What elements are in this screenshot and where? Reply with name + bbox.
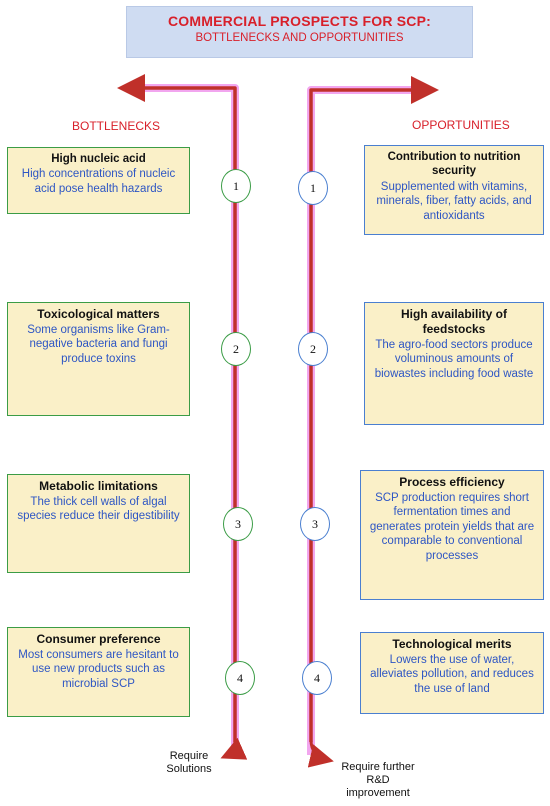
opportunity-box-4: Technological merits Lowers the use of w…	[360, 632, 544, 714]
opportunity-heading: Contribution to nutrition security	[387, 151, 521, 178]
opportunities-label: OPPORTUNITIES	[412, 118, 510, 132]
opportunity-text: Lowers the use of water, alleviates poll…	[370, 654, 534, 695]
bottleneck-box-3: Metabolic limitations The thick cell wal…	[7, 474, 190, 573]
opportunity-heading: High availability of feedstocks	[400, 307, 508, 336]
bottlenecks-label: BOTTLENECKS	[72, 119, 161, 133]
end-label-left: Require Solutions	[166, 750, 212, 776]
left-hook	[220, 737, 248, 760]
diagram-subtitle: BOTTLENECKS AND OPPORTUNITIES	[195, 32, 404, 44]
opportunity-text: SCP production requires short fermentati…	[369, 492, 535, 562]
opportunity-heading: Process efficiency	[399, 475, 505, 489]
right-hook	[307, 739, 334, 768]
opportunity-text: Supplemented with vitamins, minerals, fi…	[376, 180, 532, 222]
diagram-title: COMMERCIAL PROSPECTS FOR SCP:	[167, 13, 431, 29]
opportunity-box-2: High availability of feedstocks The agro…	[364, 302, 544, 425]
opportunity-node-4: 4	[302, 661, 332, 695]
opportunity-node-2: 2	[298, 332, 328, 366]
bottleneck-text: Some organisms like Gram-negative bacter…	[27, 324, 170, 365]
end-label-right: Require further R&D improvement	[341, 761, 415, 800]
bottleneck-heading: Consumer preference	[36, 632, 161, 646]
bottleneck-node-2: 2	[221, 332, 251, 366]
bottleneck-box-2: Toxicological matters Some organisms lik…	[7, 302, 190, 416]
bottleneck-text: The thick cell walls of algal species re…	[17, 496, 180, 523]
bottleneck-node-3: 3	[223, 507, 253, 541]
opportunity-box-3: Process efficiency SCP production requir…	[360, 470, 544, 600]
bottleneck-node-4: 4	[225, 661, 255, 695]
opportunity-node-3: 3	[300, 507, 330, 541]
opportunity-heading: Technological merits	[392, 637, 512, 651]
bottleneck-text: High concentrations of nucleic acid pose…	[21, 168, 176, 195]
opportunity-text: The agro-food sectors produce voluminous…	[374, 339, 534, 380]
bottleneck-node-1: 1	[221, 169, 251, 203]
title-box: COMMERCIAL PROSPECTS FOR SCP: BOTTLENECK…	[126, 6, 473, 58]
bottleneck-heading: Metabolic limitations	[39, 479, 158, 493]
opportunity-node-1: 1	[298, 171, 328, 205]
bottleneck-box-1: High nucleic acid High concentrations of…	[7, 147, 190, 214]
bottleneck-box-4: Consumer preference Most consumers are h…	[7, 627, 190, 717]
bottleneck-heading: High nucleic acid	[51, 153, 146, 165]
bottleneck-heading: Toxicological matters	[37, 307, 160, 321]
bottleneck-text: Most consumers are hesitant to use new p…	[18, 649, 179, 690]
opportunity-box-1: Contribution to nutrition security Suppl…	[364, 145, 544, 235]
